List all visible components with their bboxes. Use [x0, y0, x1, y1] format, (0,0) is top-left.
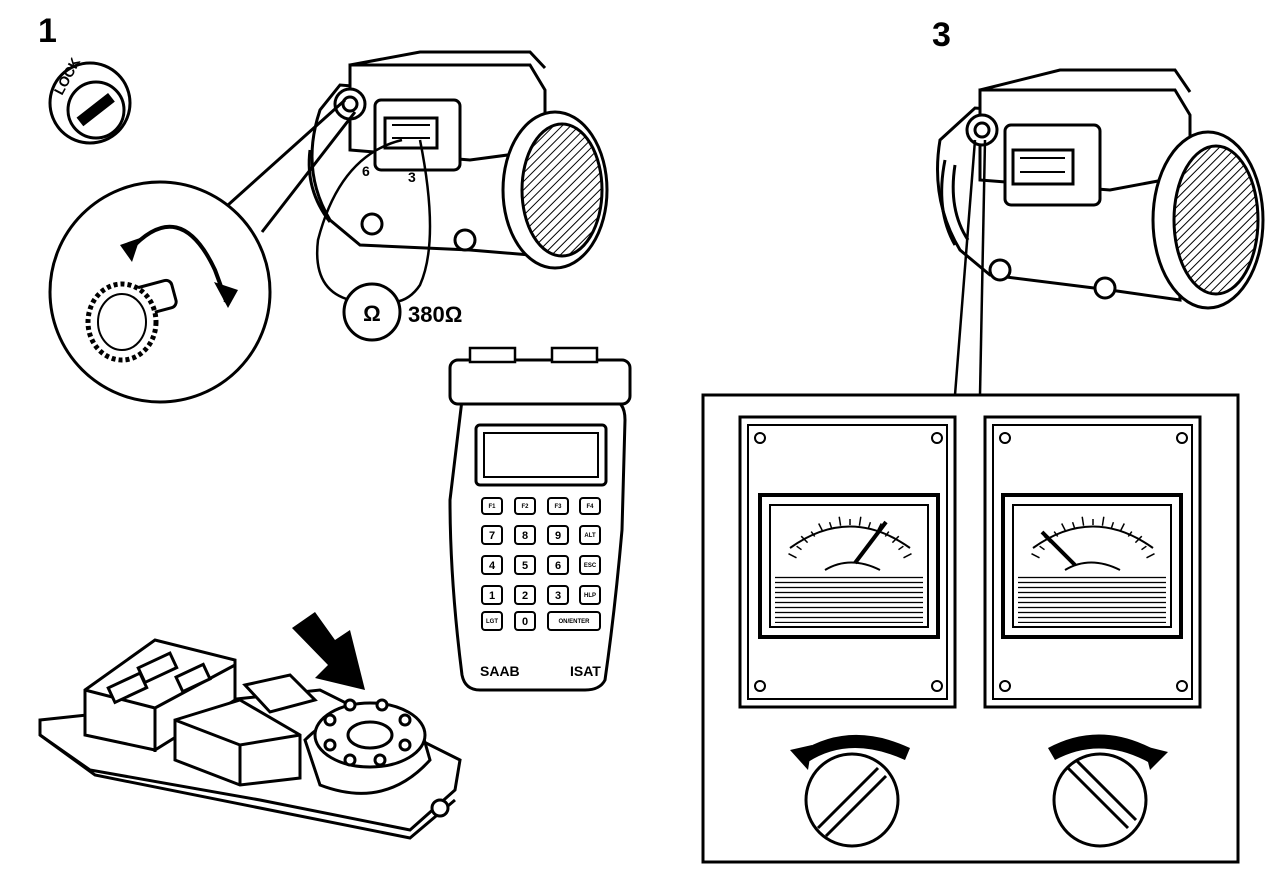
meter-scale-tick: [1119, 523, 1125, 532]
tester-key-hlp: HLP: [579, 585, 601, 605]
tester-key-0: 0: [514, 611, 536, 631]
ohmmeter-leads: [315, 138, 432, 304]
tester-keypad: F1 F2 F3 F4 7 8 9 ALT 4 5 6 ESC 1 2 3 HLP LGT 0 ON/ENTER: [481, 497, 601, 631]
meter-scale-tick: [1039, 545, 1045, 551]
isat-tester: F1 F2 F3 F4 7 8 9 ALT 4 5 6 ESC 1 2 3 HLP LGT 0 ON/ENTER S…: [448, 346, 632, 692]
control-unit-board: [38, 638, 462, 840]
meter-scale-tick: [1101, 516, 1105, 526]
meter-scale-tick: [1110, 521, 1115, 529]
air-mass-meter-left: [307, 50, 609, 270]
resistance-value: 380Ω: [408, 302, 462, 327]
air-mass-meter-right: [936, 68, 1265, 310]
meter-right-needle: [1040, 530, 1077, 567]
svg-text:ALT: ALT: [584, 533, 596, 539]
svg-text:LGT: LGT: [486, 619, 498, 625]
tester-key-f1: F1: [481, 497, 503, 515]
svg-text:HLP: HLP: [584, 593, 596, 599]
meter-scale-tick: [828, 521, 833, 529]
svg-text:6: 6: [555, 560, 561, 572]
svg-text:0: 0: [522, 616, 528, 628]
tester-key-f2: F2: [514, 497, 536, 515]
ohmmeter-icon: Ω: [342, 282, 402, 342]
meter-scale-tick: [796, 545, 802, 551]
svg-text:5: 5: [522, 560, 528, 572]
meter-scale-tick: [858, 516, 862, 526]
step-1-label: 1: [38, 12, 57, 50]
svg-text:ON/ENTER: ON/ENTER: [558, 619, 590, 625]
meter-scale-tick: [884, 531, 890, 537]
meter-scale-tick: [788, 553, 797, 559]
adjusting-screw-detail: [48, 98, 357, 404]
meter-scale-tick: [898, 545, 904, 551]
knurled-knob: [85, 281, 159, 363]
meter-scale-tick: [891, 535, 900, 544]
meter-scale-tick: [838, 516, 842, 526]
svg-text:F4: F4: [586, 504, 594, 510]
tester-key-f4: F4: [579, 497, 601, 515]
tester-key-esc: ESC: [579, 555, 601, 575]
svg-text:7: 7: [489, 530, 495, 542]
meter-scale-tick: [867, 521, 872, 529]
meter-scale-tick: [1061, 523, 1067, 532]
tester-key-4: 4: [481, 555, 503, 575]
meter-right: [983, 415, 1202, 709]
meter-scale-tick: [1053, 531, 1059, 537]
counterclockwise-arrow-icon: [800, 734, 910, 762]
meter-scale-tick: [1134, 535, 1143, 544]
pointer-arrow-icon: [292, 612, 365, 690]
meter-scale-tick: [1031, 553, 1040, 559]
svg-text:F3: F3: [554, 504, 562, 510]
tester-key-7: 7: [481, 525, 503, 545]
tester-key-alt: ALT: [579, 525, 601, 545]
svg-text:4: 4: [489, 560, 496, 572]
step-3-label: 3: [932, 16, 951, 54]
tester-model: ISAT: [570, 663, 601, 679]
meter-scale-tick: [1081, 516, 1085, 526]
tester-key-lgt: LGT: [481, 611, 503, 631]
svg-text:F1: F1: [488, 504, 496, 510]
tester-key-2: 2: [514, 585, 536, 605]
svg-text:1: 1: [489, 590, 495, 602]
tester-key-f3: F3: [547, 497, 569, 515]
tester-key-1: 1: [481, 585, 503, 605]
meter-left-needle: [853, 520, 888, 565]
meter-scale-tick: [903, 553, 912, 559]
tester-key-8: 8: [514, 525, 536, 545]
tester-brand: SAAB: [480, 663, 520, 679]
svg-text:F2: F2: [521, 504, 529, 510]
ignition-lock-icon: LOCK: [48, 55, 132, 145]
svg-text:9: 9: [555, 530, 561, 542]
tester-key-3: 3: [547, 585, 569, 605]
meter-scale-tick: [818, 523, 824, 532]
svg-text:ESC: ESC: [584, 563, 597, 569]
meter-scale-tick: [1141, 545, 1147, 551]
meter-scale-tick: [1127, 531, 1133, 537]
svg-text:2: 2: [522, 590, 528, 602]
adjust-screw-left: [790, 734, 910, 848]
clockwise-arrow-icon: [1048, 734, 1155, 762]
meter-scale-tick: [800, 535, 809, 544]
tester-key-9: 9: [547, 525, 569, 545]
tester-key-5: 5: [514, 555, 536, 575]
meter-scale-tick: [1146, 553, 1155, 559]
meter-left: [738, 415, 957, 709]
tester-key-6: 6: [547, 555, 569, 575]
svg-text:8: 8: [522, 530, 528, 542]
pin-3-label: 3: [408, 169, 416, 185]
ohm-symbol: Ω: [363, 301, 381, 326]
meter-scale-tick: [810, 531, 816, 537]
pin-6-label: 6: [362, 163, 370, 179]
tester-key-enter: ON/ENTER: [547, 611, 601, 631]
adjust-screw-right: [1048, 734, 1168, 848]
svg-text:3: 3: [555, 590, 561, 602]
meter-scale-tick: [1071, 521, 1076, 529]
